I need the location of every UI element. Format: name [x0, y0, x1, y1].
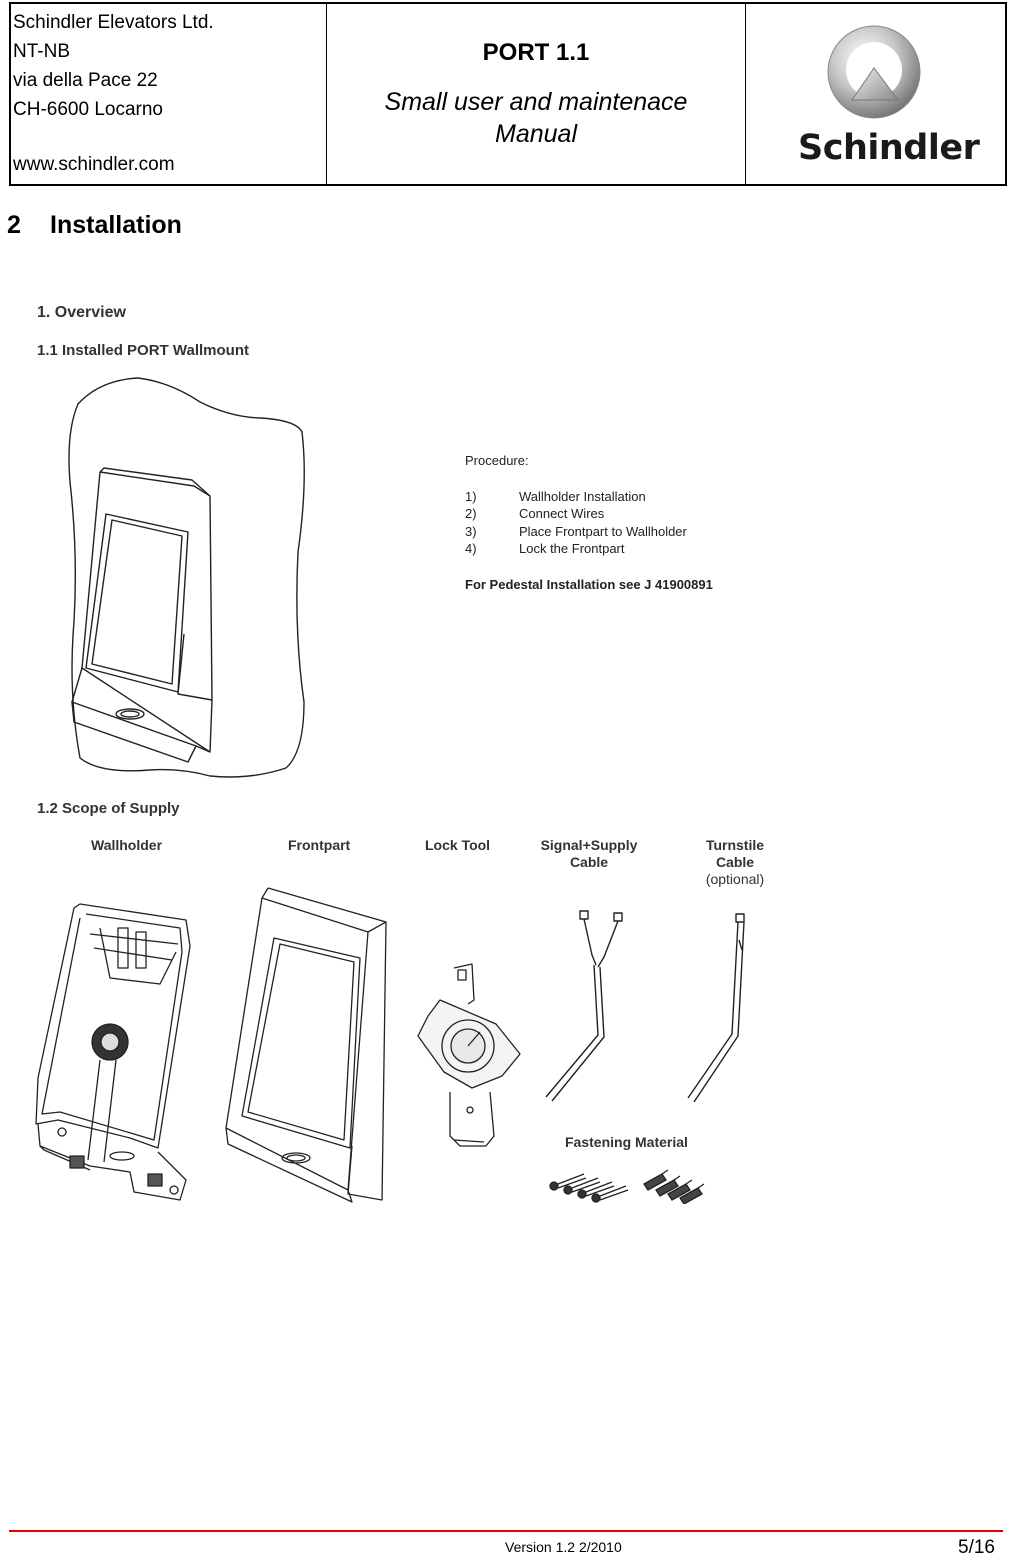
section-title: Installation — [50, 211, 182, 239]
procedure-step: 1)Wallholder Installation — [465, 488, 646, 504]
installed-wallmount-heading: 1.1 Installed PORT Wallmount — [37, 342, 249, 359]
lock-tool-caption: Lock Tool — [425, 837, 491, 853]
fastening-caption: Fastening Material — [565, 1134, 688, 1150]
company-website: www.schindler.com — [13, 154, 175, 175]
pedestal-note: For Pedestal Installation see J 41900891 — [465, 576, 713, 592]
lock-tool-drawing — [417, 963, 521, 1147]
section-heading: 2 Installation — [7, 211, 182, 240]
schindler-logo-icon — [827, 25, 921, 119]
procedure-title: Procedure: — [465, 453, 529, 468]
company-name: Schindler Elevators Ltd. — [13, 12, 214, 33]
procedure-step: 4)Lock the Frontpart — [465, 541, 625, 556]
footer-version: Version 1.2 2/2010 — [505, 1539, 622, 1555]
wallholder-caption: Wallholder — [91, 837, 163, 853]
procedure-step: 2)Connect Wires — [465, 506, 605, 521]
frontpart-drawing — [225, 887, 387, 1203]
installed-wallmount-drawing — [68, 377, 305, 778]
document-header: Schindler Elevators Ltd. NT-NB via della… — [9, 2, 1007, 186]
signal-cable-caption: Signal+Supply Cable — [540, 837, 638, 870]
overview-heading: 1. Overview — [37, 304, 126, 321]
page-number: 5/16 — [958, 1537, 995, 1558]
logo-wordmark: Schindler — [798, 128, 980, 168]
document-title: Small user and maintenace Manual — [384, 88, 688, 148]
footer-rule — [9, 1530, 1003, 1532]
company-city: CH-6600 Locarno — [13, 99, 163, 120]
company-street: via della Pace 22 — [13, 70, 158, 91]
scope-of-supply-heading: 1.2 Scope of Supply — [37, 800, 180, 817]
company-address: Schindler Elevators Ltd. NT-NB via della… — [11, 4, 327, 184]
logo-cell: Schindler — [746, 4, 1005, 184]
turnstile-cable-drawing — [687, 913, 745, 1103]
signal-supply-cable-drawing — [545, 910, 623, 1102]
document-title-cell: PORT 1.1 Small user and maintenace Manua… — [327, 4, 746, 184]
fastening-material-drawing — [549, 1169, 705, 1204]
procedure-step: 3)Place Frontpart to Wallholder — [465, 523, 687, 539]
frontpart-caption: Frontpart — [288, 837, 351, 853]
wallholder-drawing — [35, 903, 191, 1201]
company-dept: NT-NB — [13, 41, 70, 62]
section-number: 2 — [7, 211, 21, 239]
turnstile-cable-caption: Turnstile Cable (optional) — [705, 837, 765, 887]
procedure-block: Procedure: 1)Wallholder Installation 2)C… — [465, 452, 713, 593]
product-name: PORT 1.1 — [482, 39, 590, 66]
